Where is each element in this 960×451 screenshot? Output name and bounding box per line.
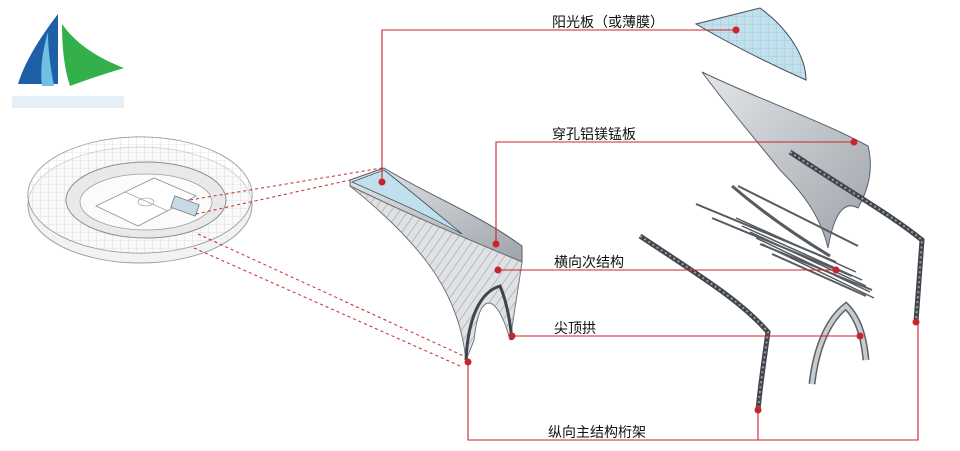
label-secondary-structure: 横向次结构 xyxy=(554,255,624,271)
marker-dot xyxy=(912,318,920,326)
sail-logo-icon xyxy=(12,14,124,108)
label-perforated-panel: 穿孔铝镁锰板 xyxy=(552,127,636,143)
exploded-secondary-structure xyxy=(695,184,875,299)
callout-markers xyxy=(378,26,920,414)
marker-dot xyxy=(378,178,386,186)
marker-dot xyxy=(494,266,502,274)
exploded-perforated-panel xyxy=(701,71,871,249)
marker-dot xyxy=(464,358,472,366)
exploded-pointed-arch xyxy=(808,301,870,385)
stadium-overview xyxy=(27,136,253,264)
label-pointed-arch: 尖顶拱 xyxy=(554,321,596,337)
zoom-leader-lines xyxy=(189,167,469,367)
assembled-roof-module xyxy=(349,167,523,361)
label-main-truss: 纵向主结构桁架 xyxy=(548,425,646,441)
marker-dot xyxy=(856,332,864,340)
exploded-main-truss-right xyxy=(788,149,925,323)
callout-leader-lines xyxy=(381,29,919,441)
marker-dot xyxy=(508,332,516,340)
marker-dot xyxy=(754,406,762,414)
marker-dot xyxy=(832,266,840,274)
label-sunshade: 阳光板（或薄膜） xyxy=(552,15,664,31)
marker-dot xyxy=(732,26,740,34)
marker-dot xyxy=(492,240,500,248)
exploded-sunshade-panel xyxy=(694,7,807,81)
marker-dot xyxy=(850,138,858,146)
exploded-main-truss-middle xyxy=(638,233,771,411)
